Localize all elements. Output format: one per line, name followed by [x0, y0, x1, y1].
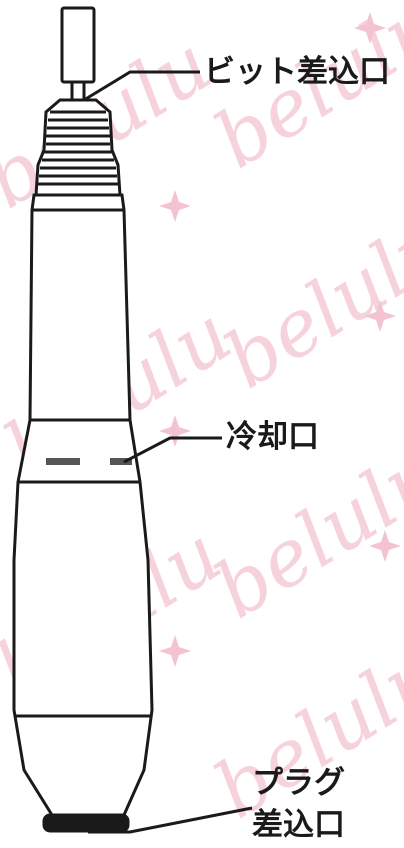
cooling-port-label: 冷却口 — [226, 419, 319, 455]
plug-port-label-line2: 差込口 — [252, 807, 345, 843]
bit-port-label: ビット差込口 — [204, 54, 390, 90]
cooling-vents — [46, 458, 132, 465]
leader-lines — [83, 70, 253, 834]
sparkle-icon — [159, 12, 401, 667]
plug-port-label-line1: プラグ — [252, 765, 345, 801]
bit-port-leader — [83, 70, 200, 102]
drill-body — [12, 193, 154, 833]
collet — [34, 98, 122, 197]
plug-port-leader — [88, 806, 253, 834]
drill-bit — [60, 6, 96, 102]
cooling-port-leader — [123, 436, 222, 464]
